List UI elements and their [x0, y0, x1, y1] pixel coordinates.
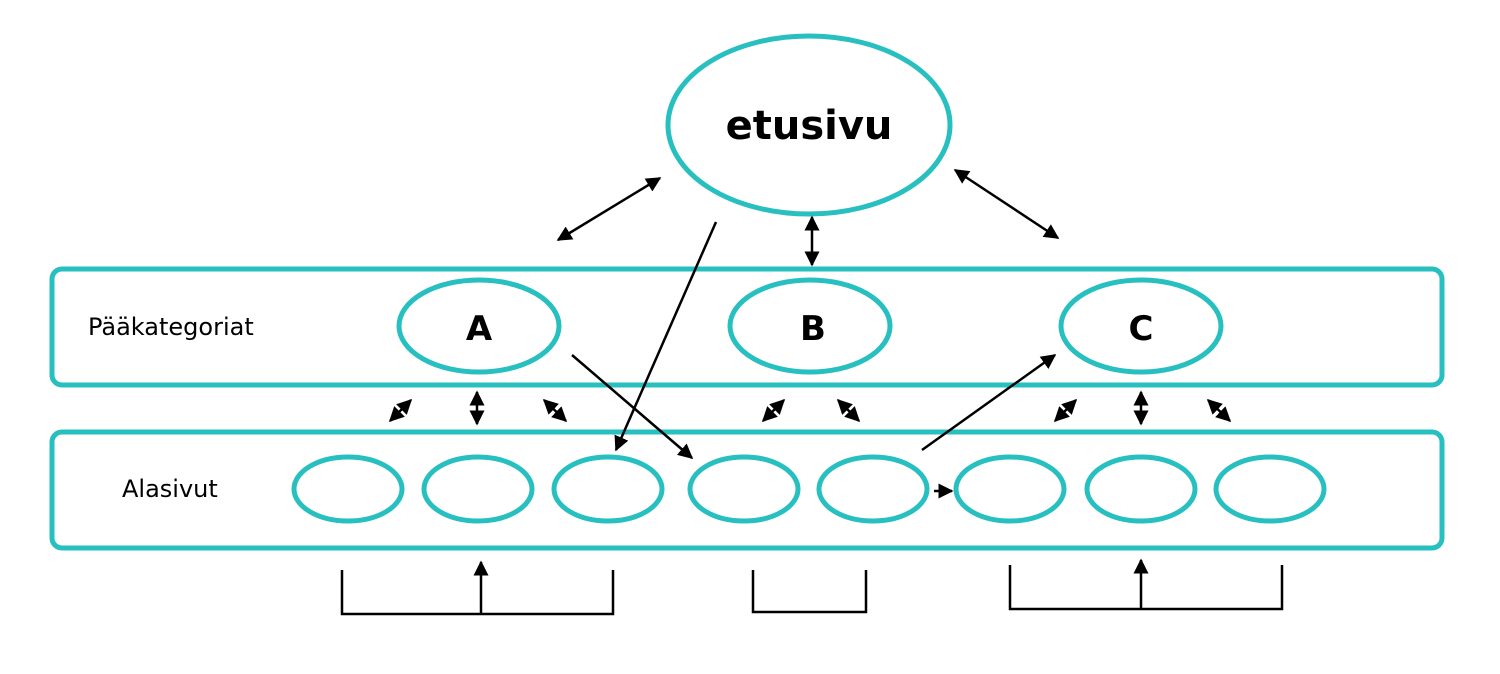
root-node-label: etusivu: [726, 103, 893, 149]
subpage-node-8: [1213, 454, 1327, 524]
category-node-b: [727, 277, 893, 375]
main-categories-label: Pääkategoriat: [88, 313, 254, 341]
edge-b-subpage-5: [836, 398, 861, 423]
subpage-node-7: [1084, 454, 1198, 524]
sibling-link-bracket-b: [751, 570, 868, 614]
edge-a-subpage-1: [388, 398, 413, 423]
edge-root-to-a: [556, 176, 662, 242]
subpage-node-4: [687, 454, 801, 524]
edge-a-to-subpage-4: [571, 354, 694, 459]
edge-c-subpage-6: [1053, 398, 1078, 423]
category-node-c-label: C: [1129, 309, 1154, 349]
category-node-a-label: A: [466, 309, 493, 349]
subpage-node-2: [421, 454, 535, 524]
subpages-label: Alasivut: [122, 475, 218, 503]
subpage-node-3: [551, 454, 665, 524]
category-node-b-label: B: [800, 309, 826, 349]
edge-b-subpage-4: [761, 398, 786, 423]
subpage-node-1: [291, 454, 405, 524]
edge-c-subpage-8: [1206, 398, 1232, 423]
root-node: [665, 33, 953, 217]
subpage-node-6: [953, 454, 1067, 524]
edge-a-subpage-3: [542, 398, 568, 423]
edge-root-to-subpage-3: [614, 221, 718, 452]
edge-subpage-5-to-c: [921, 353, 1057, 452]
subpage-node-5: [816, 454, 930, 524]
category-node-c: [1058, 277, 1224, 375]
sibling-link-bracket-c: [1008, 558, 1284, 611]
category-node-a: [396, 277, 562, 375]
edge-root-to-c: [953, 168, 1060, 240]
sibling-link-bracket-a: [340, 560, 615, 616]
